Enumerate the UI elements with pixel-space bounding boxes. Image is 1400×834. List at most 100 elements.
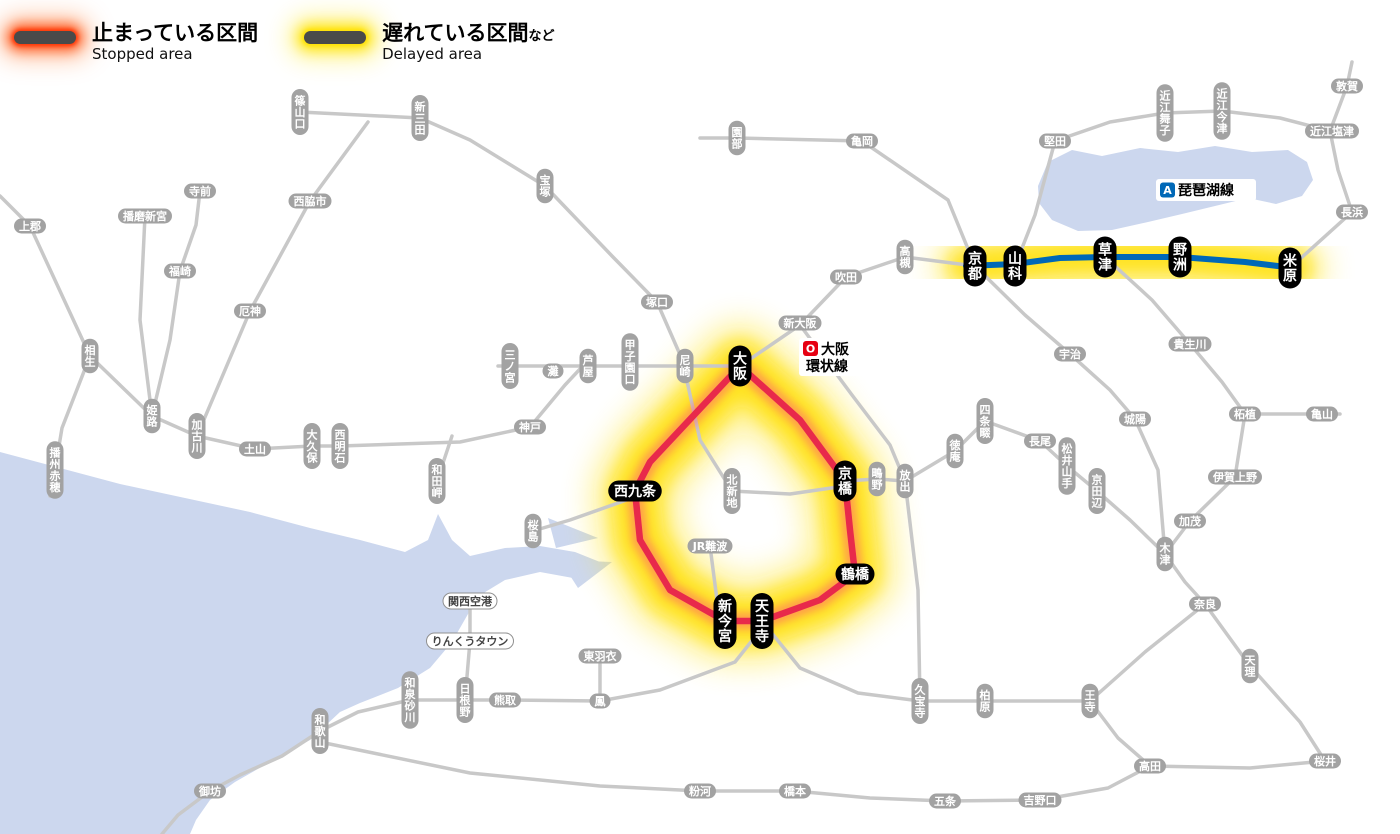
osaka-loop-symbol-icon	[803, 341, 818, 356]
station-label: 四条畷	[979, 403, 992, 439]
station-label: 野洲	[1173, 242, 1187, 273]
station-minor: 土山	[239, 441, 271, 457]
station-capsule	[1208, 469, 1262, 485]
station-capsule	[1119, 411, 1151, 427]
station-capsule	[164, 263, 196, 279]
station-label: 鴫野	[872, 466, 883, 492]
station-label: 鳳	[595, 695, 606, 708]
station-label: 敦賀	[1336, 79, 1358, 93]
station-minor: 京田辺	[1088, 468, 1106, 514]
station-label: 上郡	[19, 219, 41, 233]
station-label: 五条	[934, 794, 957, 808]
station-label: 桜井	[1314, 754, 1336, 768]
station-label: 京橋	[838, 465, 853, 497]
station-capsule	[750, 593, 774, 649]
station-minor: 宇治	[1054, 346, 1086, 362]
station-label: 篠山口	[295, 93, 306, 130]
station-capsule	[1241, 648, 1259, 684]
station-capsule	[684, 783, 716, 799]
station-minor: 鴫野	[868, 461, 886, 497]
station-minor: 近江舞子	[1156, 84, 1174, 142]
station-label: 柏原	[980, 688, 991, 714]
station-capsule	[1189, 596, 1221, 612]
stopped-area-swatch-icon	[14, 31, 76, 44]
rail-line-yumesaki-line	[531, 495, 637, 533]
station-minor: 大久保	[303, 423, 321, 469]
station-label: 桜島	[528, 518, 539, 544]
station-label: 木津	[1159, 541, 1172, 567]
station-minor: 貴生川	[1168, 336, 1212, 352]
rail-line-wakayama-line-north	[1088, 699, 1152, 768]
station-capsule	[946, 433, 964, 469]
station-capsule	[184, 183, 216, 199]
station-label: 御坊	[198, 784, 221, 798]
station-minor: 和歌山	[311, 708, 329, 754]
station-label: 播州赤穂	[49, 446, 62, 495]
station-capsule	[728, 345, 752, 387]
station-label: 高田	[1139, 759, 1161, 773]
station-capsule	[723, 468, 741, 514]
station-label: 徳庵	[949, 438, 962, 464]
rail-line-osaka-higashi-south	[903, 479, 922, 703]
station-capsule	[1278, 247, 1302, 289]
station-capsule	[578, 648, 622, 664]
legend-stopped: 止まっている区間 Stopped area	[14, 21, 259, 64]
station-major: 山科	[1003, 245, 1027, 287]
legend-stopped-jp: 止まっている区間	[92, 21, 259, 45]
station-capsule	[641, 294, 673, 310]
station-major: 京橋	[833, 460, 857, 502]
station-capsule	[833, 460, 857, 502]
station-minor: 亀岡	[846, 133, 878, 149]
station-minor: 和泉砂川	[401, 671, 419, 729]
badge-label: 大阪	[821, 341, 850, 358]
station-capsule	[524, 513, 542, 549]
station-capsule	[779, 783, 811, 799]
station-major: 野洲	[1168, 236, 1192, 278]
station-capsule	[291, 89, 309, 135]
station-capsule	[676, 348, 694, 384]
station-minor: 松井山手	[1058, 437, 1076, 495]
station-label: 園部	[732, 126, 743, 151]
station-label: 加古川	[191, 417, 203, 454]
station-minor: 西明石	[331, 423, 349, 469]
station-label: 大久保	[306, 427, 319, 464]
legend-stopped-en: Stopped area	[92, 45, 193, 64]
rail-line-yamatoji-line	[760, 602, 1207, 703]
station-label: 天理	[1245, 654, 1257, 679]
station-minor: 熊取	[489, 692, 521, 708]
station-capsule	[81, 338, 99, 374]
badge-symbol-letter: A	[1163, 184, 1172, 197]
station-minor: 粉河	[684, 783, 716, 799]
station-minor: 五条	[929, 793, 961, 809]
station-minor: 福崎	[164, 263, 196, 279]
legend-delayed: 遅れている区間など Delayed area	[304, 21, 555, 63]
station-minor: 王寺	[1081, 683, 1099, 719]
station-capsule	[542, 363, 564, 379]
station-label: 山科	[1008, 251, 1022, 282]
station-label: 新今宮	[717, 598, 732, 645]
station-label: 松井山手	[1062, 442, 1073, 491]
station-capsule	[14, 218, 46, 234]
station-label: 和歌山	[315, 712, 327, 749]
station-major: 京都	[963, 245, 987, 287]
station-minor: 東羽衣	[578, 648, 622, 664]
station-minor: 甲子園口	[621, 333, 639, 391]
station-minor: 近江今津	[1213, 82, 1231, 140]
station-capsule	[1309, 753, 1341, 769]
station-label: 相生	[85, 343, 96, 369]
station-capsule	[188, 413, 206, 459]
station-minor: 播州赤穂	[46, 441, 64, 499]
station-minor: 亀山	[1306, 406, 1338, 422]
station-minor: 宝塚	[536, 168, 554, 204]
station-label: 尼崎	[680, 354, 691, 379]
station-capsule	[1331, 78, 1363, 94]
station-capsule	[846, 133, 878, 149]
station-minor: 尼崎	[676, 348, 694, 384]
station-capsule	[288, 193, 332, 209]
station-label: 天王寺	[755, 599, 770, 645]
station-label: 灘	[548, 364, 559, 378]
station-capsule	[1003, 245, 1027, 287]
badge-label: 琵琶湖線	[1178, 182, 1234, 199]
station-minor: 寺前	[184, 183, 216, 199]
